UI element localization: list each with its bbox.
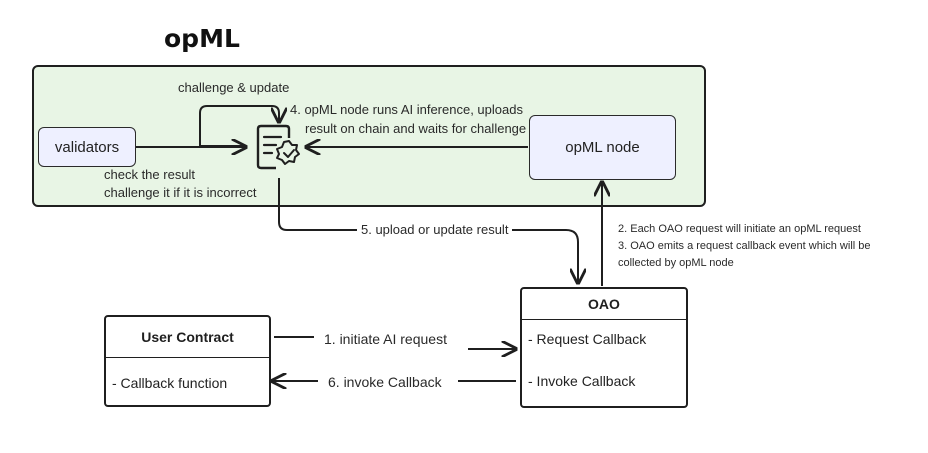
opml-node-label: opML node [565,139,640,156]
oao-item-request-callback: - Request Callback [528,331,647,347]
arrow-challenge-loop [199,105,279,147]
user-contract-title: User Contract [106,317,269,358]
oao-card: OAO - Request Callback - Invoke Callback [520,287,688,408]
label-step3-line1: 3. OAO emits a request callback event wh… [618,240,871,252]
opml-node: opML node [529,115,676,180]
label-step1: 1. initiate AI request [324,331,447,347]
label-step4-line2: result on chain and waits for challenge [305,121,527,136]
user-contract-item: - Callback function [112,375,228,391]
label-step3-line2: collected by opML node [618,257,734,269]
user-contract-card: User Contract - Callback function [104,315,271,407]
oao-title: OAO [522,289,686,320]
diagram-title: opML [164,24,240,53]
validators-label: validators [54,138,120,156]
label-step2: 2. Each OAO request will initiate an opM… [618,223,861,235]
label-step6: 6. invoke Callback [328,374,442,390]
label-check-line2: challenge it if it is incorrect [104,185,257,200]
label-step4-line1: 4. opML node runs AI inference, uploads [290,102,523,117]
validators-node: validators [38,127,136,167]
label-check-line1: check the result [104,167,196,182]
label-challenge-update: challenge & update [178,80,290,95]
verified-document-icon [256,124,300,170]
label-step5: 5. upload or update result [357,220,513,239]
oao-item-invoke-callback: - Invoke Callback [528,373,636,389]
